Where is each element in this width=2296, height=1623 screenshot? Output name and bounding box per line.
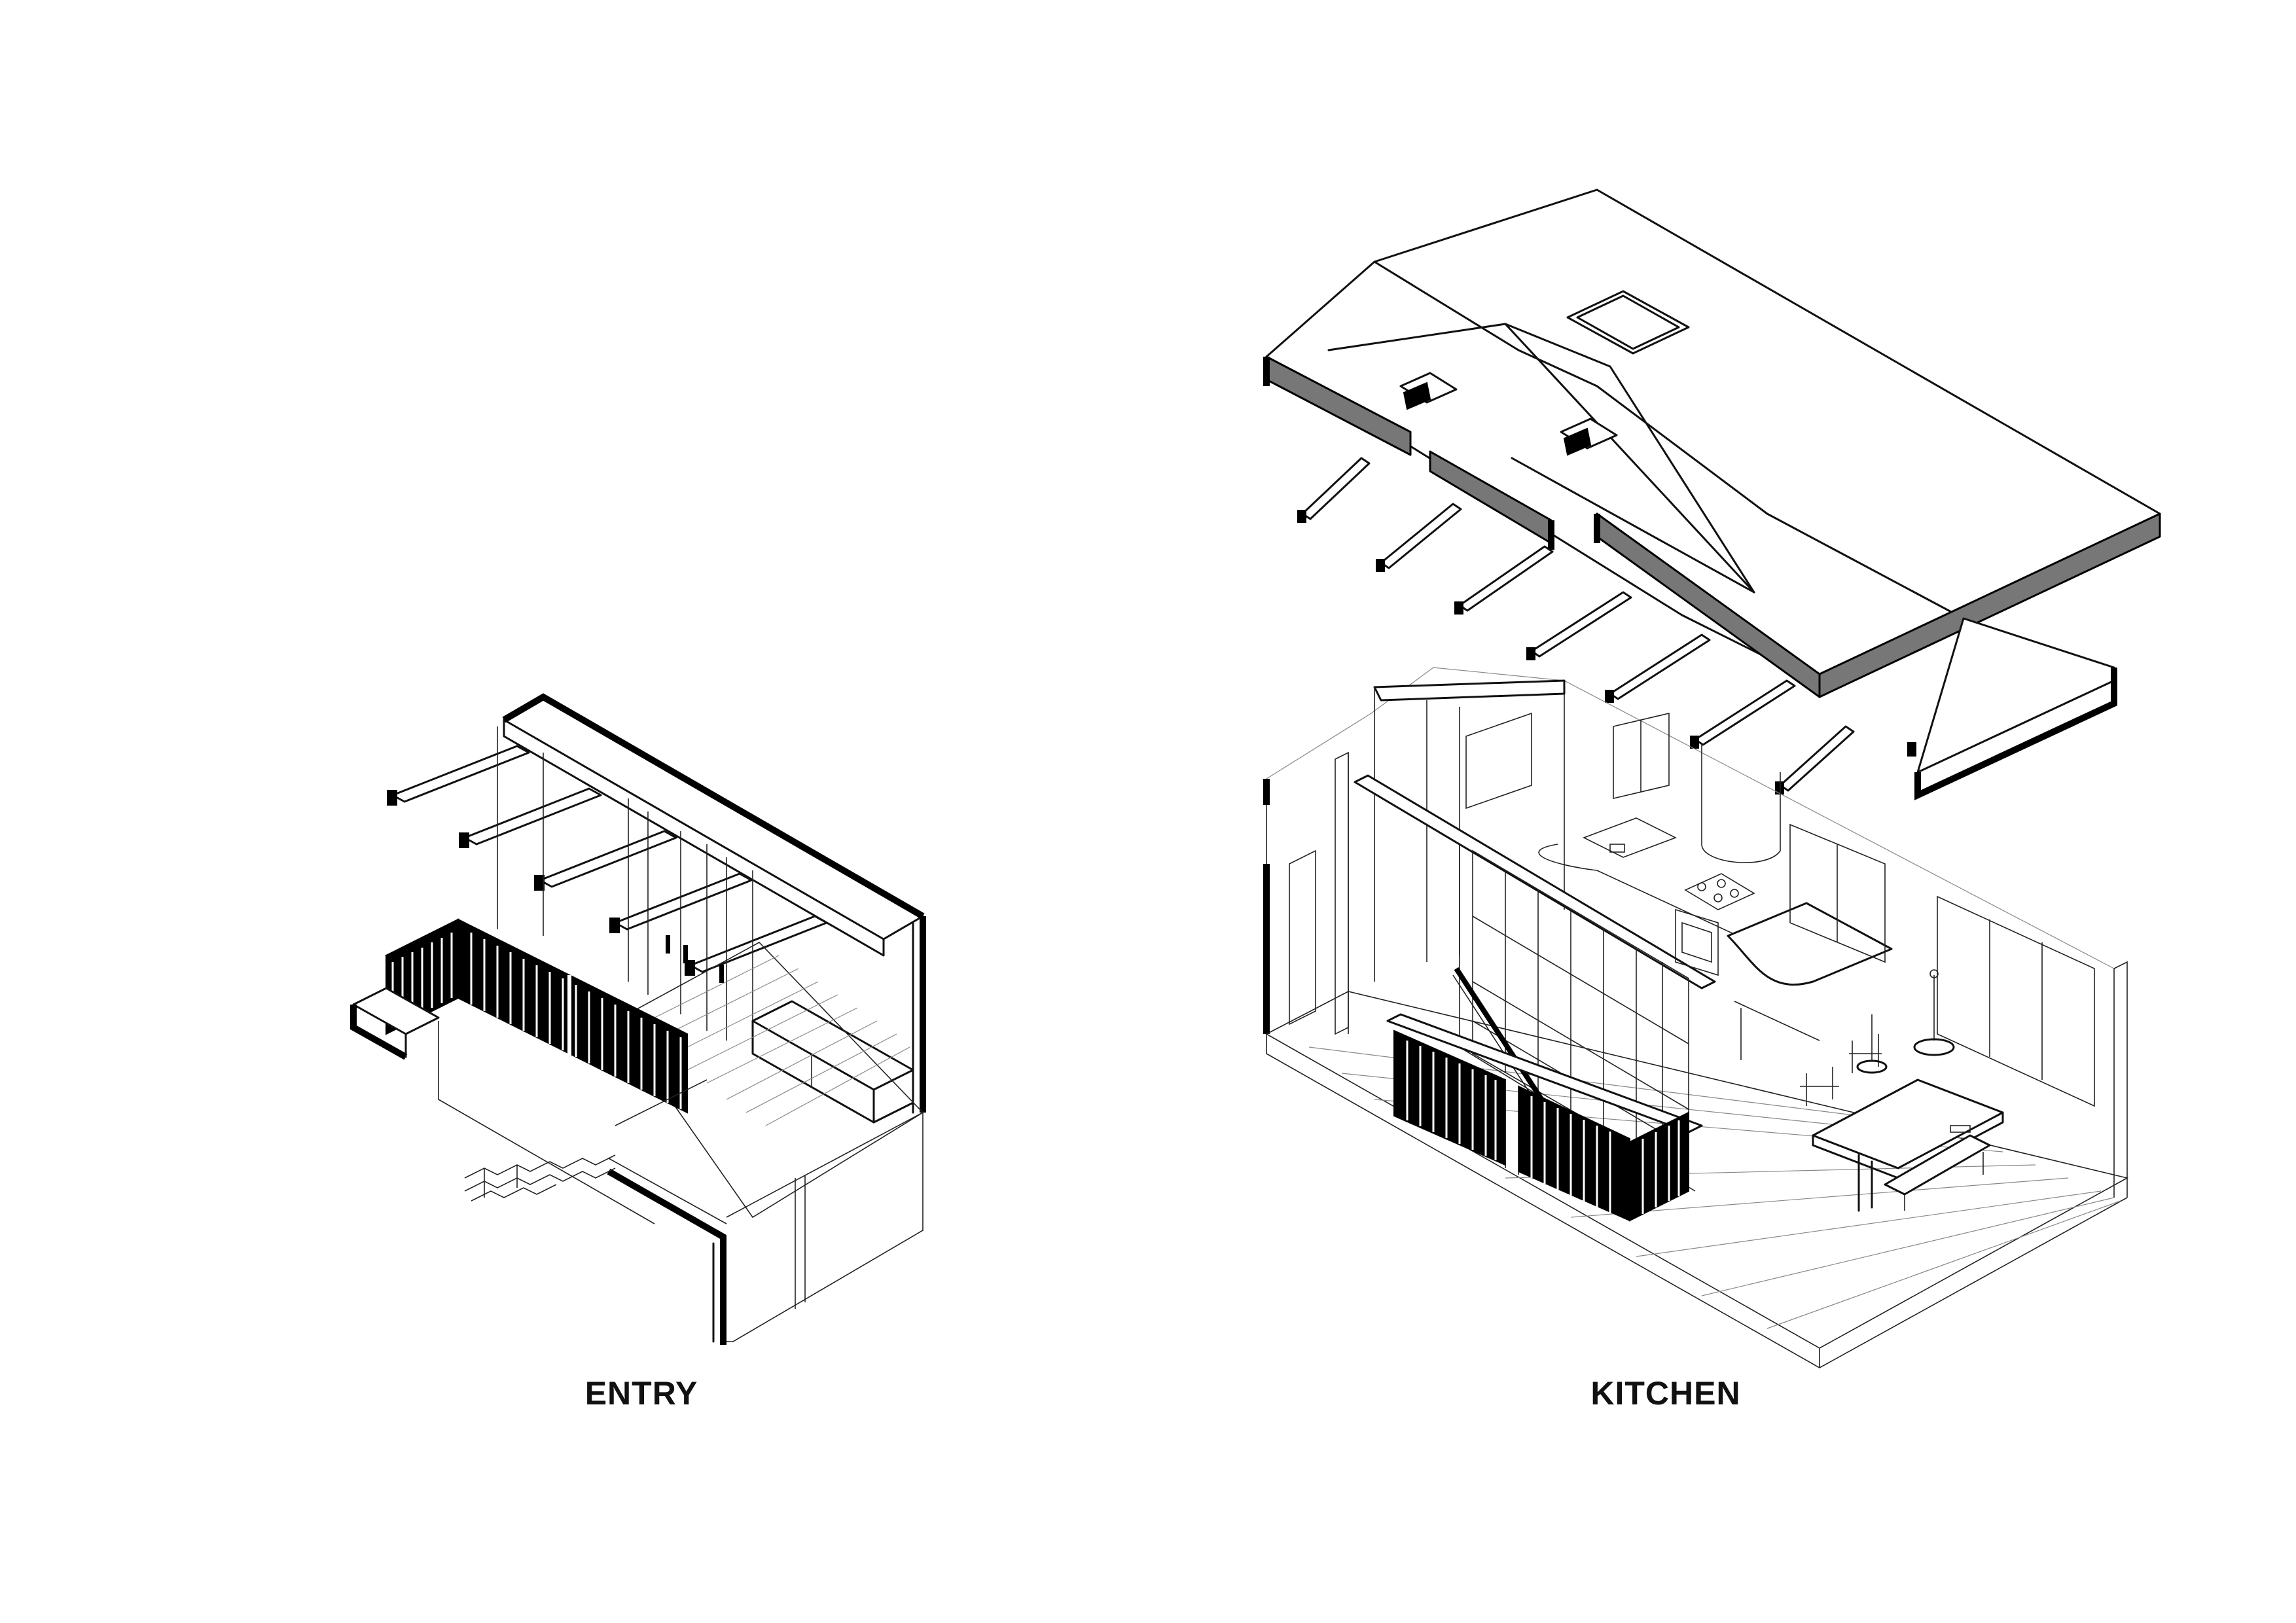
kitchen-balustrade — [1386, 1013, 1703, 1222]
kitchen-dining-table — [1812, 1079, 2004, 1212]
rafter — [387, 745, 530, 806]
entry-lower-walls — [438, 1021, 924, 1345]
entry-stair — [464, 1154, 616, 1202]
kitchen-exploded-roof — [1263, 188, 2161, 800]
beam — [1297, 457, 1371, 523]
roof-hatch — [1560, 418, 1618, 456]
kitchen-range-and-sink — [1583, 817, 1755, 976]
entry-caption: ENTRY — [584, 1375, 698, 1412]
entry-roof-slab — [502, 693, 926, 1114]
kitchen-stools — [1800, 1034, 1882, 1106]
kitchen-pendant-lamps — [1856, 969, 1955, 1074]
beam — [1605, 633, 1711, 703]
rafter — [459, 787, 602, 848]
beam — [1454, 545, 1554, 615]
rafter — [685, 915, 828, 976]
beam — [1690, 679, 1796, 749]
rafter — [609, 872, 753, 933]
kitchen-peninsula-counter — [1538, 844, 1893, 1060]
kitchen-room-shell — [1263, 667, 2128, 1198]
entry-rafters — [387, 745, 828, 976]
kitchen-caption: KITCHEN — [1590, 1375, 1741, 1412]
kitchen-range-hood — [1701, 743, 1781, 863]
beam — [1526, 591, 1632, 660]
kitchen-isometric — [1263, 188, 2161, 1368]
beam — [1376, 503, 1462, 572]
kitchen-back-cabinets — [1373, 679, 1670, 982]
roof-hatch — [1399, 372, 1458, 410]
kitchen-right-windows — [1789, 823, 2095, 1107]
entry-isometric — [350, 693, 926, 1345]
kitchen-exploded-beams — [1297, 457, 1855, 794]
skylight — [1566, 290, 1690, 355]
entry-landing — [350, 987, 440, 1060]
rafter — [534, 830, 677, 891]
beam — [1775, 725, 1855, 794]
